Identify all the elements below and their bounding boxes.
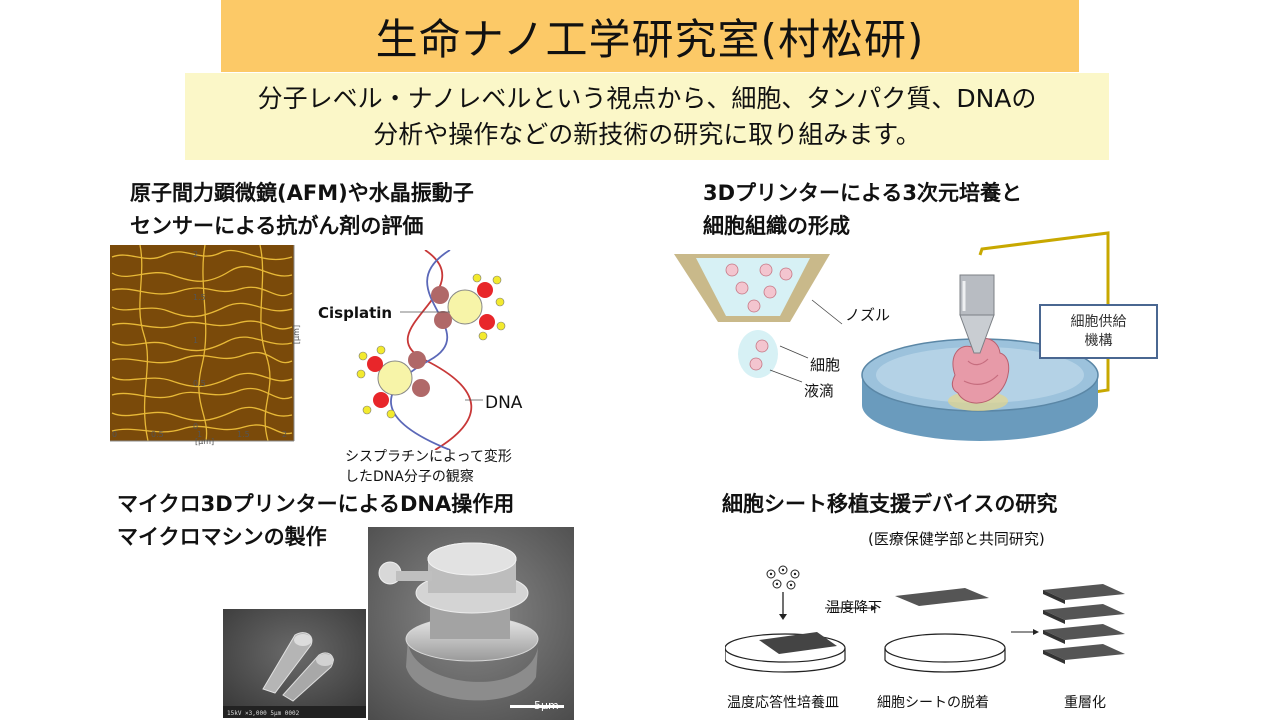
afm-heading: 原子間力顕微鏡(AFM)や水晶振動子 センサーによる抗がん剤の評価 bbox=[130, 177, 474, 243]
stacked-sheets bbox=[1043, 584, 1125, 664]
page-title: 生命ナノ工学研究室(村松研) bbox=[221, 0, 1079, 72]
base-cylinder bbox=[406, 637, 538, 701]
subtitle-box: 分子レベル・ナノレベルという視点から、細胞、タンパク質、DNAの 分析や操作など… bbox=[185, 73, 1109, 160]
cisplatin-small bbox=[477, 282, 493, 298]
printer3d-heading-line-1: 3Dプリンターによる3次元培養と bbox=[703, 181, 1023, 205]
cell-sheet-in-dish bbox=[759, 632, 837, 654]
micro3d-heading-line-1: マイクロ3DプリンターによるDNA操作用 bbox=[117, 492, 515, 516]
afm-heading-line-2: センサーによる抗がん剤の評価 bbox=[130, 214, 424, 238]
afm-y-tick-0: 0 bbox=[193, 422, 199, 431]
droplet-label: 液滴 bbox=[804, 382, 835, 400]
cellsheet-diagram bbox=[725, 565, 1125, 673]
cell-leader-line bbox=[779, 345, 809, 359]
dna-node bbox=[412, 379, 430, 397]
layer-label: 重層化 bbox=[1064, 695, 1106, 711]
nozzle-label: ノズル bbox=[845, 306, 891, 324]
afm-image bbox=[110, 245, 295, 442]
subtitle-line-2: 分析や操作などの新技術の研究に取り組みます。 bbox=[373, 119, 921, 149]
feeder-line-2: 機構 bbox=[1084, 332, 1113, 349]
nozzle-diagram bbox=[674, 254, 843, 383]
micro3d-heading-line-2: マイクロマシンの製作 bbox=[117, 525, 327, 549]
sem-info: 15kV ×3,000 5μm 0002 bbox=[227, 710, 300, 717]
heart-tissue bbox=[951, 338, 1010, 404]
micromachine-arm-1 bbox=[262, 632, 313, 694]
cellsheet-note: (医療保健学部と共同研究) bbox=[868, 530, 1045, 548]
droplet bbox=[738, 330, 778, 378]
printer3d-heading-line-2: 細胞組織の形成 bbox=[703, 214, 850, 238]
feeder-line-1: 細胞供給 bbox=[1070, 313, 1127, 330]
dish-label: 温度応答性培養皿 bbox=[727, 695, 839, 711]
micro3d-heading: マイクロ3DプリンターによるDNA操作用 マイクロマシンの製作 bbox=[117, 488, 514, 554]
bioprinter-scene bbox=[861, 231, 1110, 441]
scale-bar-label: 5μm bbox=[534, 699, 559, 712]
detach-label: 細胞シートの脱着 bbox=[877, 695, 989, 711]
detached-sheet bbox=[895, 588, 989, 606]
sem-image-small: 15kV ×3,000 5μm 0002 bbox=[223, 609, 366, 718]
cisplatin-large-2 bbox=[377, 360, 413, 396]
afm-heading-line-1: 原子間力顕微鏡(AFM)や水晶振動子 bbox=[130, 181, 474, 205]
sem-image-large bbox=[368, 527, 574, 720]
afm-x-tick-1: 1 bbox=[197, 430, 203, 439]
droplet-cell bbox=[755, 339, 769, 353]
afm-caption-line-1: シスプラチンによって変形 bbox=[345, 449, 512, 465]
cellsheet-heading: 細胞シート移植支援デバイスの研究 bbox=[722, 492, 1058, 516]
afm-x-tick-0: 0 bbox=[112, 430, 118, 439]
cisplatin-large-1 bbox=[447, 289, 483, 325]
afm-x-tick-0-5: 0.5 bbox=[151, 430, 164, 439]
droplet-leader-line bbox=[769, 369, 803, 383]
cell-feeder-box: 細胞供給 機構 bbox=[1039, 304, 1158, 359]
cell-label: 細胞 bbox=[810, 356, 841, 374]
afm-y-tick-0-5: 0.5 bbox=[193, 379, 206, 388]
dna-node bbox=[408, 351, 426, 369]
cisplatin-small bbox=[479, 314, 495, 330]
afm-x-tick-labels: 0 0.5 1 1.5 2 bbox=[110, 430, 300, 442]
temp-drop-label: 温度降下 bbox=[826, 600, 882, 616]
droplet-cell bbox=[749, 357, 763, 371]
afm-dna-strands bbox=[111, 245, 293, 442]
empty-dish bbox=[884, 633, 1006, 663]
scale-bar bbox=[510, 705, 564, 708]
afm-caption: シスプラチンによって変形 したDNA分子の観察 bbox=[345, 447, 512, 487]
printer-nozzle-body bbox=[959, 274, 995, 316]
printer-nozzle-tip bbox=[959, 314, 995, 354]
dna-helix bbox=[390, 250, 473, 450]
dna-node bbox=[431, 286, 449, 304]
cisplatin-small bbox=[373, 392, 389, 408]
cisplatin-small bbox=[367, 356, 383, 372]
subtitle-line-1: 分子レベル・ナノレベルという視点から、細胞、タンパク質、DNAの bbox=[257, 83, 1037, 113]
afm-x-tick-1-5: 1.5 bbox=[237, 430, 250, 439]
afm-y-tick-1-5: 1.5 bbox=[193, 293, 206, 302]
afm-x-tick-2: 2 bbox=[282, 430, 288, 439]
dna-node bbox=[434, 311, 452, 329]
floating-cells bbox=[766, 565, 800, 590]
afm-y-tick-2: 2 bbox=[193, 250, 199, 259]
afm-y-tick-1: 1 bbox=[193, 336, 199, 345]
afm-x-unit: [μm] bbox=[195, 437, 215, 446]
printer3d-heading: 3Dプリンターによる3次元培養と 細胞組織の形成 bbox=[703, 177, 1022, 243]
cisplatin-dna-diagram bbox=[356, 250, 506, 450]
cisplatin-label: Cisplatin bbox=[318, 304, 393, 322]
afm-caption-line-2: したDNA分子の観察 bbox=[345, 469, 474, 485]
afm-y-unit: [μm] bbox=[292, 324, 302, 345]
nozzle-leader-line bbox=[811, 299, 843, 325]
dna-label: DNA bbox=[485, 393, 523, 413]
